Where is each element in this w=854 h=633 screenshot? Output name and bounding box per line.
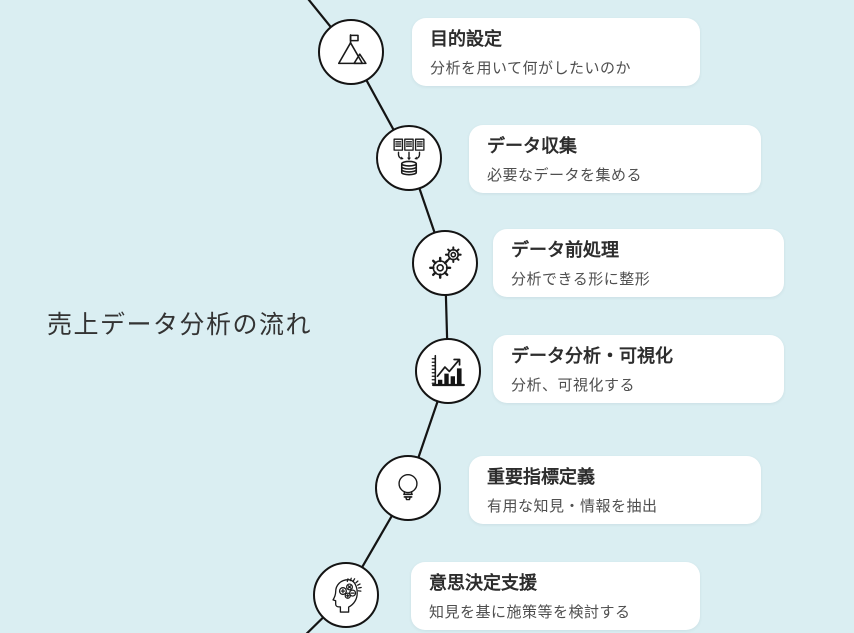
step-card-6: 意思決定支援 知見を基に施策等を検討する <box>411 562 700 630</box>
step-description: 分析を用いて何がしたいのか <box>430 59 632 77</box>
step-title: 目的設定 <box>430 29 502 49</box>
step-description: 必要なデータを集める <box>487 166 643 184</box>
step-title: データ収集 <box>487 136 577 156</box>
step-node-5 <box>375 455 441 521</box>
thinking-head-icon <box>332 577 362 613</box>
step-card-1: 目的設定 分析を用いて何がしたいのか <box>412 18 700 86</box>
step-title: データ前処理 <box>511 240 619 260</box>
step-card-2: データ収集 必要なデータを集める <box>469 125 761 193</box>
step-description: 分析できる形に整形 <box>511 270 651 288</box>
bar-chart-growth-icon <box>431 354 465 387</box>
step-title: 意思決定支援 <box>429 573 537 593</box>
gears-icon <box>429 246 462 279</box>
step-card-4: データ分析・可視化 分析、可視化する <box>493 335 784 403</box>
step-description: 有用な知見・情報を抽出 <box>487 497 658 515</box>
lightbulb-icon <box>398 474 418 501</box>
step-title: 重要指標定義 <box>487 467 595 487</box>
step-node-6 <box>313 562 379 628</box>
step-node-3 <box>412 230 478 296</box>
step-node-4 <box>415 338 481 404</box>
page-title: 売上データ分析の流れ <box>47 311 313 339</box>
step-title: データ分析・可視化 <box>511 346 673 366</box>
step-description: 分析、可視化する <box>511 376 636 394</box>
mountain-flag-icon <box>337 34 367 65</box>
step-card-3: データ前処理 分析できる形に整形 <box>493 229 784 297</box>
step-card-5: 重要指標定義 有用な知見・情報を抽出 <box>469 456 761 524</box>
step-node-2 <box>376 125 442 191</box>
step-description: 知見を基に施策等を検討する <box>429 603 631 621</box>
data-collection-icon <box>393 138 425 176</box>
step-node-1 <box>318 19 384 85</box>
